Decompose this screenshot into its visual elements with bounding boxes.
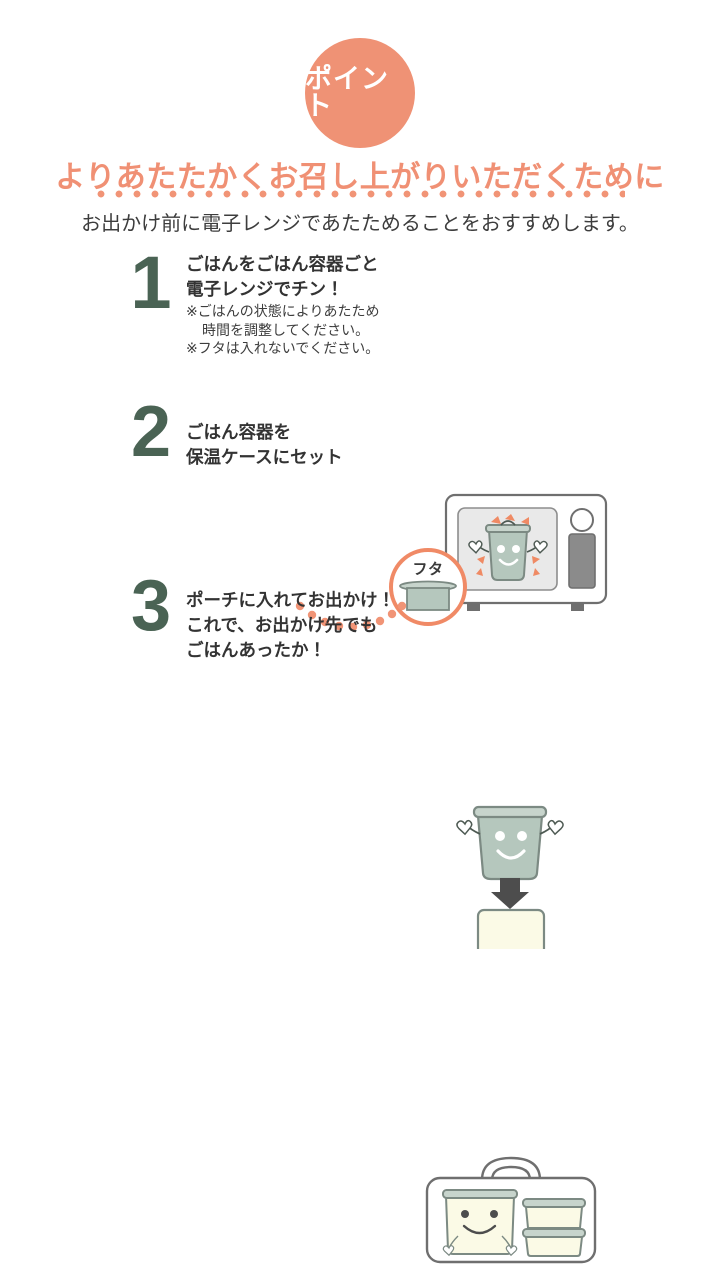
step-1-note-3: ※フタは入れないでください。 xyxy=(186,340,380,357)
dotted-connector-arc xyxy=(292,600,412,646)
pouch-side-containers xyxy=(522,1198,586,1257)
step-2-text: ごはん容器を 保温ケースにセット xyxy=(186,420,436,470)
page-title: よりあたたかくお召し上がりいただくために xyxy=(55,161,665,194)
step-1: 1 ごはんをごはん容器ごと 電子レンジでチン！ ※ごはんの状態によりあたため 時… xyxy=(0,241,720,632)
step-number-2: 2 xyxy=(130,392,172,472)
step-1-note-2: 時間を調整してください。 xyxy=(202,321,370,338)
step-1-note-1: ※ごはんの状態によりあたため xyxy=(186,302,380,319)
smiling-pot-character xyxy=(468,514,548,581)
step-3-line-3: ごはんあったか！ xyxy=(186,639,326,660)
step-3-line-2: これで、お出かけ先でも xyxy=(186,614,378,635)
pouch-illustration xyxy=(418,1150,604,1273)
dotted-divider xyxy=(97,190,625,198)
lid-icon xyxy=(398,580,458,619)
step-2-line-1: ごはん容器を xyxy=(186,422,291,442)
page-subtitle: お出かけ前に電子レンジであたためることをおすすめします。 xyxy=(81,213,639,235)
down-arrow-icon xyxy=(491,878,529,909)
smiling-container-character xyxy=(456,805,564,881)
pouch-main-container xyxy=(442,1189,518,1257)
step-3: 3 ポーチに入れてお出かけ！ これで、お出かけ先でも ごはんあったか！ xyxy=(0,566,720,1264)
step-1-line-1: ごはんをごはん容器ごと xyxy=(186,254,379,274)
step-1-line-2: 電子レンジでチン！ xyxy=(186,278,344,299)
container-into-case-illustration xyxy=(430,794,590,968)
step-2: 2 ごはん容器を 保温ケースにセット xyxy=(0,392,720,968)
point-badge-label: ポイント xyxy=(305,64,389,121)
lid-callout-label: フタ xyxy=(412,561,444,578)
microwave-illustration xyxy=(443,492,615,623)
infographic-root: ポイント よりあたたかくお召し上がりいただくために お出かけ前に電子レンジであた… xyxy=(0,38,720,1264)
step-1-text: ごはんをごはん容器ごと 電子レンジでチン！ ※ごはんの状態によりあたため 時間を… xyxy=(186,252,436,358)
step-3-text: ポーチに入れてお出かけ！ これで、お出かけ先でも ごはんあったか！ xyxy=(186,588,436,663)
lid-callout: フタ xyxy=(389,548,467,626)
step-number-3: 3 xyxy=(130,566,172,646)
step-3-line-1: ポーチに入れてお出かけ！ xyxy=(186,590,395,610)
point-badge: ポイント xyxy=(305,38,415,148)
step-2-line-2: 保温ケースにセット xyxy=(186,446,343,467)
step-number-1: 1 xyxy=(130,241,172,324)
